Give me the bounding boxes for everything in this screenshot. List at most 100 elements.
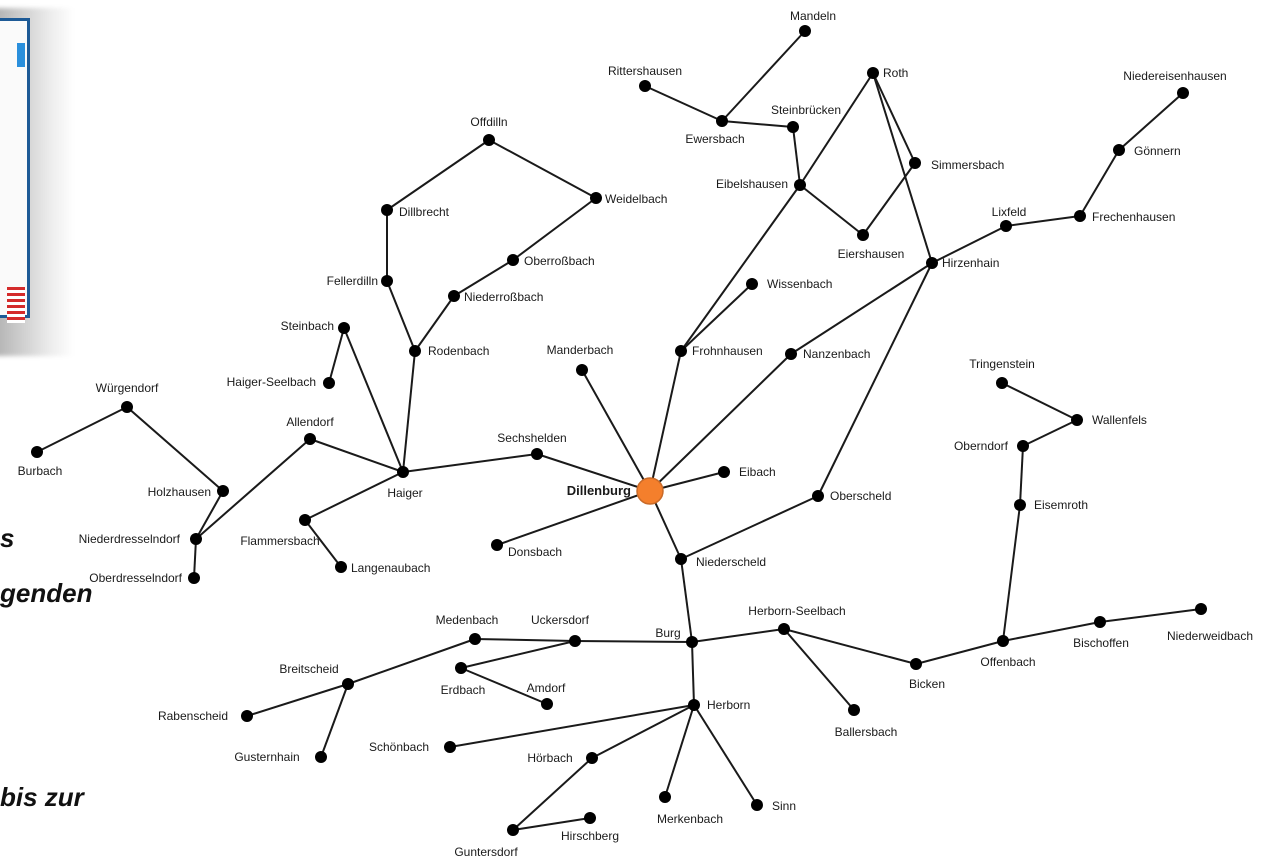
edge-nanzenbach-dillenburg: [649, 353, 792, 492]
label-sechshelden: Sechshelden: [497, 431, 566, 445]
node-herborn-seelbach: [778, 623, 790, 635]
edge-haiger-flammersbach: [304, 471, 404, 521]
node-medenbach: [469, 633, 481, 645]
label-offdilln: Offdilln: [470, 115, 507, 129]
edge-uckersdorf-medenbach: [474, 638, 576, 642]
label-oberrossbach: Oberroßbach: [524, 254, 595, 268]
node-rodenbach: [409, 345, 421, 357]
label-medenbach: Medenbach: [436, 613, 499, 627]
label-bischoffen: Bischoffen: [1073, 636, 1129, 650]
edge-offdilln-weidelbach: [488, 139, 597, 199]
label-herborn-seelbach: Herborn-Seelbach: [748, 604, 845, 618]
label-hirschberg: Hirschberg: [561, 829, 619, 843]
label-rittershausen: Rittershausen: [608, 64, 682, 78]
node-herborn: [688, 699, 700, 711]
label-haiger-seelbach: Haiger-Seelbach: [227, 375, 316, 389]
node-merkenbach: [659, 791, 671, 803]
node-dillbrecht: [381, 204, 393, 216]
label-merkenbach: Merkenbach: [657, 812, 723, 826]
label-oberscheld: Oberscheld: [830, 489, 891, 503]
edge-haiger-allendorf: [309, 438, 404, 473]
label-herborn: Herborn: [707, 698, 750, 712]
node-oberdresselndorf: [188, 572, 200, 584]
node-niederweidbach: [1195, 603, 1207, 615]
node-allendorf: [304, 433, 316, 445]
edge-herborn-hoerbach: [591, 704, 695, 759]
overlay-text-line: bis zur: [0, 782, 84, 812]
label-burg: Burg: [655, 626, 680, 640]
node-fellerdilln: [381, 275, 393, 287]
node-eisemroth: [1014, 499, 1026, 511]
edge-breitscheid-rabenscheid: [246, 683, 349, 717]
node-oberscheld: [812, 490, 824, 502]
edge-steinbach-haiger-seelbach: [328, 327, 345, 384]
edge-allendorf-niederdresselndorf: [195, 438, 311, 540]
label-gusternhain: Gusternhain: [234, 750, 299, 764]
edge-rittershausen-ewersbach: [644, 85, 723, 122]
label-niedereisenhausen: Niedereisenhausen: [1123, 69, 1226, 83]
node-guntersdorf: [507, 824, 519, 836]
edge-manderbach-dillenburg: [581, 369, 651, 492]
edge-frechenhausen-goennern: [1079, 149, 1120, 217]
label-bicken: Bicken: [909, 677, 945, 691]
edge-steinbruecken-eibelshausen: [792, 126, 801, 186]
edge-hirzenhain-oberscheld: [817, 262, 933, 497]
edge-burg-uckersdorf: [574, 640, 693, 643]
node-steinbruecken: [787, 121, 799, 133]
label-niederscheld: Niederscheld: [696, 555, 766, 569]
edge-ewersbach-steinbruecken: [721, 120, 794, 128]
node-erdbach: [455, 662, 467, 674]
node-flammersbach: [299, 514, 311, 526]
edge-lixfeld-frechenhausen: [1005, 215, 1081, 227]
edge-offenbach-bischoffen: [1002, 621, 1101, 642]
flag-icon: [7, 287, 25, 323]
node-hirzenhain: [926, 257, 938, 269]
edge-frohnhausen-dillenburg: [649, 350, 682, 492]
label-eibach: Eibach: [739, 465, 776, 479]
edge-flammersbach-langenaubach: [304, 519, 342, 568]
edge-simmersbach-eiershausen: [862, 162, 916, 236]
edge-herborn-schoenbach: [449, 704, 695, 748]
node-goennern: [1113, 144, 1125, 156]
label-amdorf: Amdorf: [527, 681, 566, 695]
label-flammersbach: Flammersbach: [240, 534, 319, 548]
edge-niederdresselndorf-holzhausen: [195, 490, 224, 540]
label-rabenscheid: Rabenscheid: [158, 709, 228, 723]
node-rabenscheid: [241, 710, 253, 722]
label-oberdresselndorf: Oberdresselndorf: [89, 571, 182, 585]
edge-niederrossbach-rodenbach: [414, 295, 455, 352]
node-frohnhausen: [675, 345, 687, 357]
edge-goennern-niedereisenhausen: [1118, 92, 1184, 151]
edge-dillbrecht-offdilln: [386, 139, 490, 211]
label-donsbach: Donsbach: [508, 545, 562, 559]
node-schoenbach: [444, 741, 456, 753]
node-burg: [686, 636, 698, 648]
label-frechenhausen: Frechenhausen: [1092, 210, 1175, 224]
overlay-text-line: genden: [0, 578, 93, 608]
node-rittershausen: [639, 80, 651, 92]
edge-eisemroth-oberndorf: [1019, 445, 1024, 506]
node-sechshelden: [531, 448, 543, 460]
overlay-card: [0, 18, 30, 323]
edge-roth-hirzenhain: [872, 72, 933, 264]
label-goennern: Gönnern: [1134, 144, 1181, 158]
node-simmersbach: [909, 157, 921, 169]
label-wuergendorf: Würgendorf: [96, 381, 159, 395]
node-hoerbach: [586, 752, 598, 764]
edge-uckersdorf-erdbach: [460, 640, 576, 669]
label-haiger: Haiger: [387, 486, 422, 500]
node-ewersbach: [716, 115, 728, 127]
edge-hoerbach-guntersdorf: [512, 757, 593, 831]
node-uckersdorf: [569, 635, 581, 647]
edge-haiger-rodenbach: [402, 350, 416, 473]
label-burbach: Burbach: [18, 464, 63, 478]
label-holzhausen: Holzhausen: [148, 485, 211, 499]
edge-dillenburg-donsbach: [496, 490, 651, 546]
label-ballersbach: Ballersbach: [835, 725, 898, 739]
label-allendorf: Allendorf: [286, 415, 334, 429]
node-wuergendorf: [121, 401, 133, 413]
node-niederscheld: [675, 553, 687, 565]
label-sinn: Sinn: [772, 799, 796, 813]
label-oberndorf: Oberndorf: [954, 439, 1009, 453]
